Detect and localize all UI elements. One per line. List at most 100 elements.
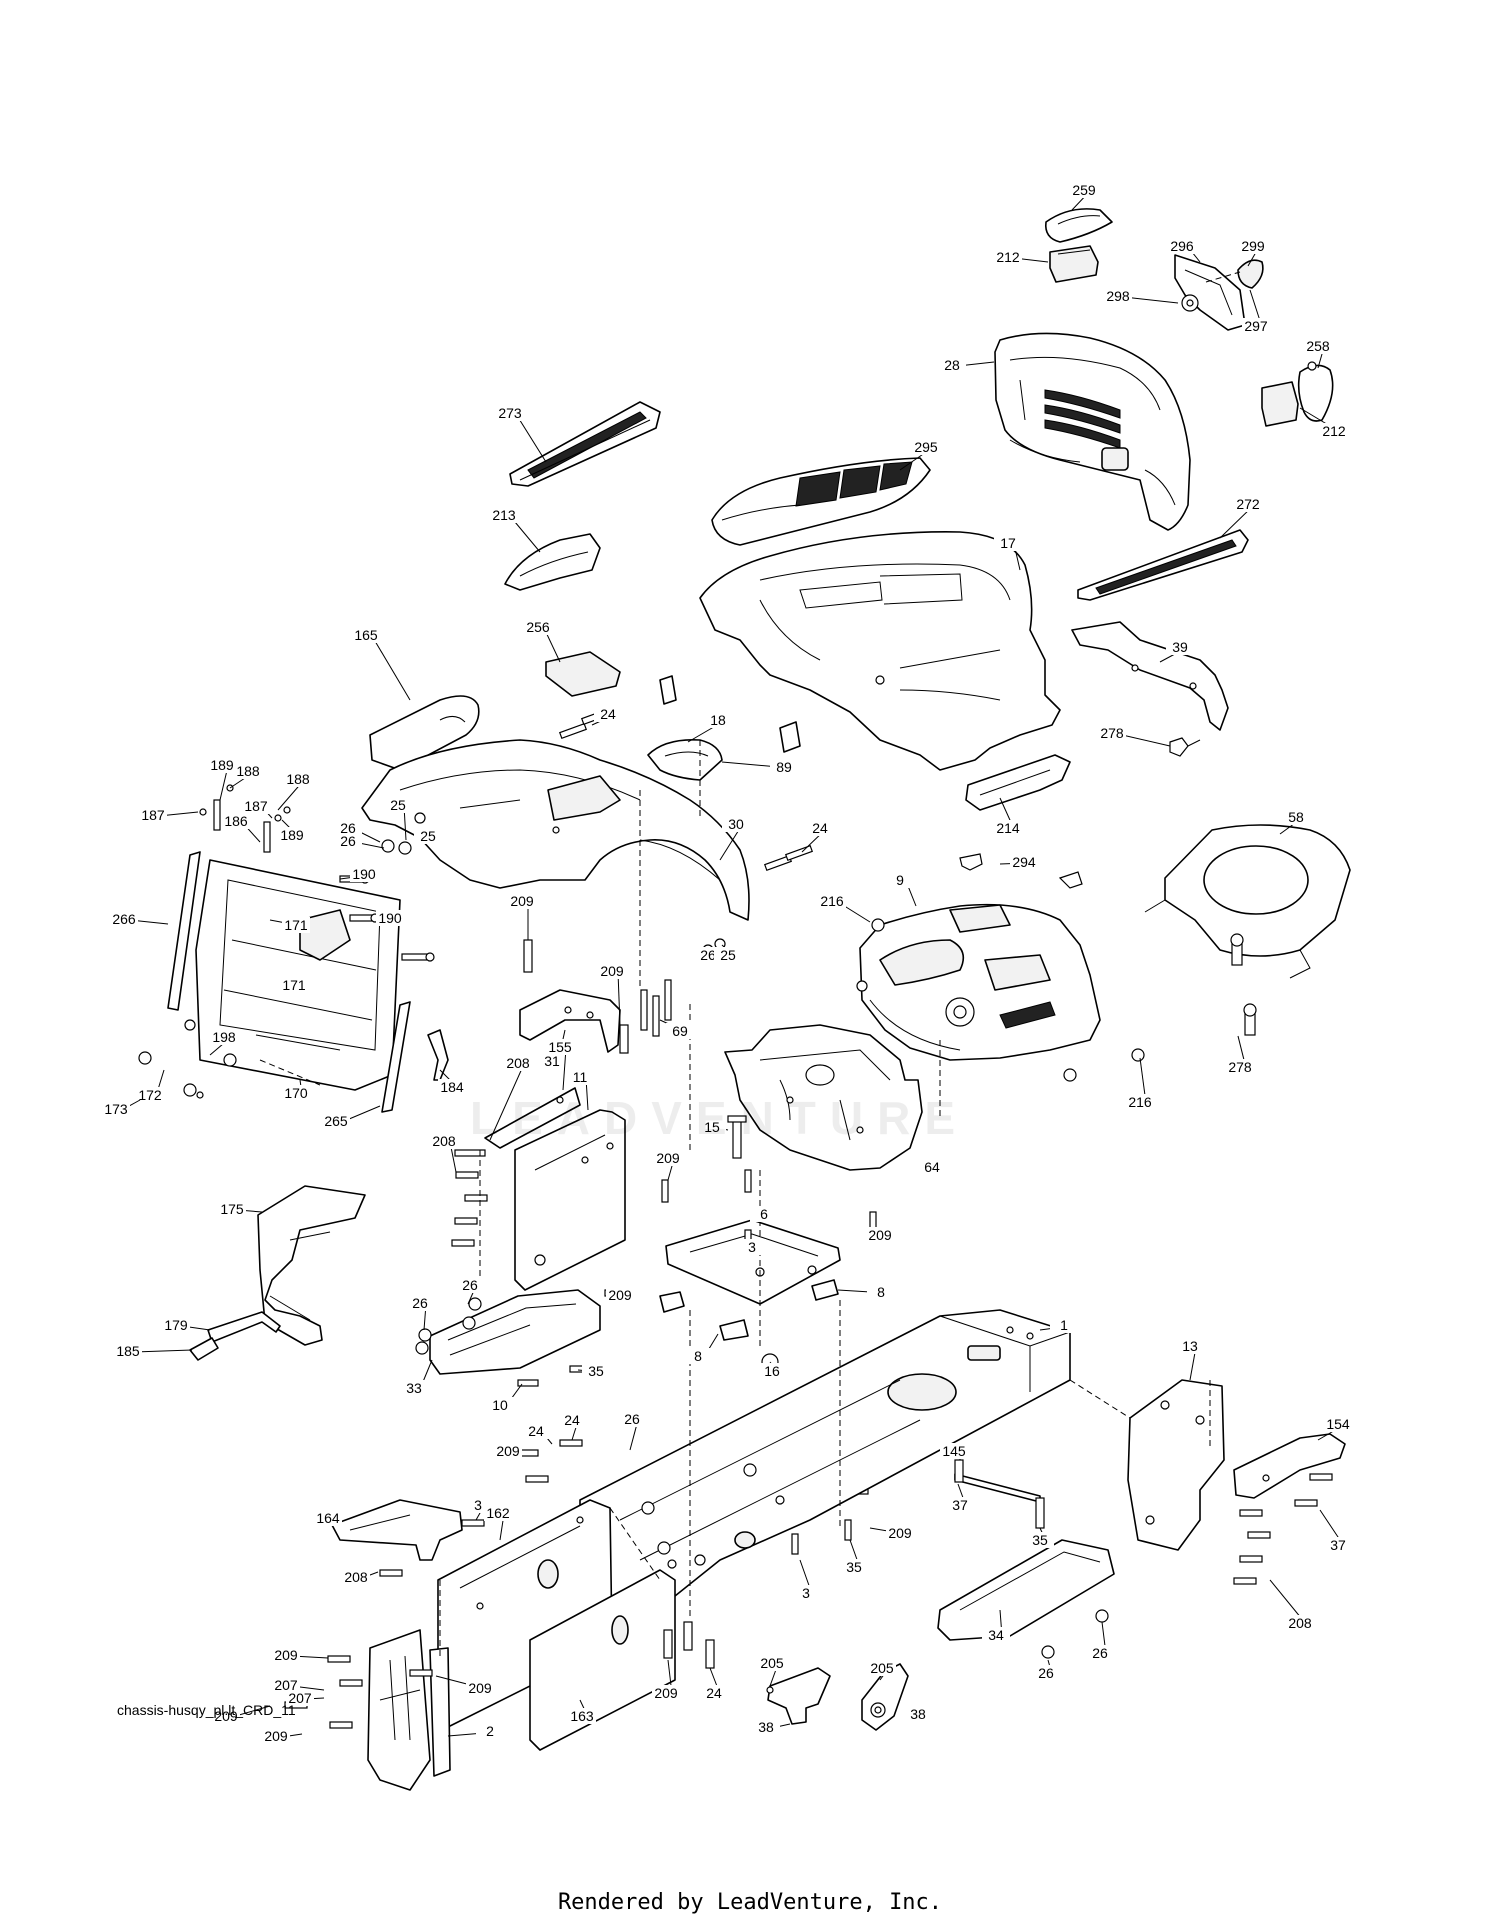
callout-backing [806,820,834,836]
callout-35: 35 [588,1363,604,1379]
callout-258: 258 [1306,338,1330,354]
part-dash-9 [859,903,1101,1061]
part-bracket-154 [1233,1433,1346,1499]
callout-164: 164 [316,1510,340,1526]
callout-backing [568,1708,596,1724]
callout-backing [867,1284,895,1300]
part-side-plate-11 [514,1109,626,1291]
callout-35: 35 [1032,1532,1048,1548]
callout-backing [792,1585,820,1601]
callout-backing [994,249,1022,265]
callout-190: 190 [378,910,402,926]
callout-179: 179 [164,1317,188,1333]
callout-backing [484,1505,512,1521]
part-fasteners-186-189 [199,784,291,853]
callout-34: 34 [988,1627,1004,1643]
part-side-panel-272 [1077,529,1249,601]
callout-backing [494,1443,522,1459]
callout-backing [1166,639,1194,655]
callout-216: 216 [1128,1094,1152,1110]
callout-26: 26 [340,833,356,849]
callout-64: 64 [924,1159,940,1175]
callout-backing [234,763,262,779]
callout-184: 184 [440,1079,464,1095]
callout-266: 266 [112,911,136,927]
part-clip-18 [659,675,801,753]
callout-8: 8 [877,1284,885,1300]
callout-backing [384,797,412,813]
callout-207: 207 [288,1690,312,1706]
callout-backing [284,771,312,787]
callout-backing [818,893,846,909]
callout-216: 216 [820,893,844,909]
callout-294: 294 [1012,854,1036,870]
callout-leader-185 [133,1349,193,1353]
callout-13: 13 [1182,1338,1198,1354]
callout-188: 188 [236,763,260,779]
callout-backing [700,1685,728,1701]
callout-296: 296 [1170,238,1194,254]
callout-backing [322,1113,350,1129]
callout-backing [1282,809,1310,825]
callout-9: 9 [896,872,904,888]
part-front-panel-170 [195,859,401,1091]
callout-backing [1286,1615,1314,1631]
callout-backing [334,820,362,836]
callout-172: 172 [138,1087,162,1103]
callout-backing [698,1119,726,1135]
callout-backing [352,627,380,643]
callout-backing [286,1690,314,1706]
callout-187: 187 [141,807,165,823]
callout-278: 278 [1100,725,1124,741]
callout-24: 24 [706,1685,722,1701]
callout-25: 25 [420,828,436,844]
part-headlight-bracket-296 [1174,254,1264,331]
part-bracket-38-left [766,1667,831,1725]
callout-299: 299 [1241,238,1265,254]
callout-backing [598,963,626,979]
callout-backing [334,833,362,849]
callout-backing [476,1723,504,1739]
callout-backing [938,357,966,373]
callout-26: 26 [412,1295,428,1311]
callout-205: 205 [870,1660,894,1676]
callout-backing [758,1363,786,1379]
diagram-caption: chassis-husqy_pl.lt_CRD_11 [117,1702,296,1718]
callout-backing [376,910,404,926]
callout-24: 24 [812,820,828,836]
callout-189: 189 [280,827,304,843]
callout-leader-278 [1117,733,1171,747]
callout-31: 31 [544,1053,560,1069]
callout-17: 17 [1000,535,1016,551]
callout-265: 265 [324,1113,348,1129]
part-bracket-155 [484,1087,581,1149]
callout-209: 209 [600,963,624,979]
callout-backing [1032,1665,1060,1681]
callout-backing [1098,725,1126,741]
callout-214: 214 [996,820,1020,836]
callout-backing [282,1085,310,1101]
callout-backing [414,828,442,844]
part-cover-164 [331,1499,485,1577]
part-footrest-33 [418,1289,601,1375]
callout-backing [466,1680,494,1696]
callout-3: 3 [474,1497,482,1513]
callout-33: 33 [406,1380,422,1396]
callout-backing [136,1087,164,1103]
callout-backing [430,1133,458,1149]
callout-backing [102,1101,130,1117]
part-headlight-lens-259 [1044,208,1113,243]
callout-209: 209 [654,1685,678,1701]
callout-15: 15 [704,1119,720,1135]
callout-188: 188 [286,771,310,787]
callout-69: 69 [672,1023,688,1039]
callout-backing [438,1079,466,1095]
callout-backing [558,1412,586,1428]
callout-backing [242,798,270,814]
callout-154: 154 [1326,1416,1350,1432]
callout-backing [406,1295,434,1311]
callout-backing [114,1343,142,1359]
callout-170: 170 [284,1085,308,1101]
callout-38: 38 [758,1719,774,1735]
